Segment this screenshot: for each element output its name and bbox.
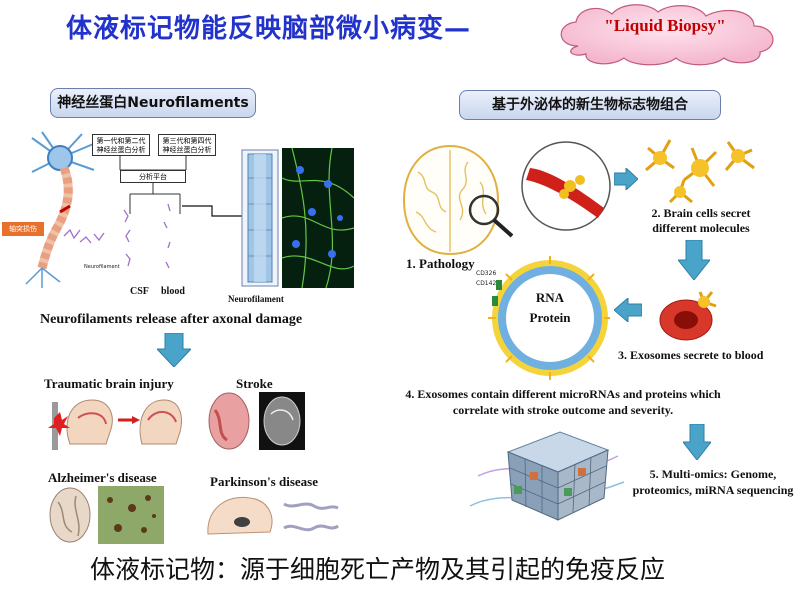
down-arrow-icon-3 [683,424,711,460]
multi-omics-cube [469,431,625,521]
neurofilament-label: Neurofilament [228,294,284,304]
tbi-label: Traumatic brain injury [44,376,174,391]
step4-label: 4. Exosomes contain different microRNAs … [405,387,721,417]
step1-label: 1. Pathology [406,256,475,271]
cd142-label: CD142 [476,280,497,287]
blood-vessel-exosome [659,291,717,341]
alzheimer-label: Alzheimer's disease [48,470,157,485]
connector-to-neurofilament [182,205,248,217]
neurofilament-small-label: Neurofilament [84,264,120,270]
footer-caption: 体液标记物：源于细胞死亡产物及其引起的免疫反应 [90,555,666,584]
exosome-protein: Protein [529,310,571,325]
alzheimer-images [49,486,164,544]
platform-connectors [119,156,187,214]
cd326-label: CD326 [476,270,497,277]
step5-label: 5. Multi-omics: Genome, proteomics, miRN… [632,467,794,497]
down-arrow-icon-2 [678,240,710,280]
magnifier-icon [468,194,514,238]
neurofilament-fragments [63,203,171,269]
gen34-analysis-box: 第三代和第四代 神经丝蛋白分析 [158,134,216,156]
tbi-image [48,399,182,450]
exosome-header: 基于外泌体的新生物标志物组合 [459,90,721,120]
microscopy-image [282,148,354,288]
liquid-biopsy-label: "Liquid Biopsy" [604,16,726,35]
brain-outline [402,144,500,256]
exosome-diagram [488,256,610,380]
blood-label: blood [161,286,185,297]
stroke-label: Stroke [236,376,273,391]
cloud-shape [560,4,774,66]
neuron-illustration [25,131,99,288]
page-title: 体液标记物能反映脑部微小病变— [66,14,472,44]
right-arrow-icon [614,168,638,190]
step2-label: 2. Brain cells secret different molecule… [651,206,751,235]
stroke-images [208,392,305,450]
csf-label: CSF [130,286,149,297]
neurofilaments-header: 神经丝蛋白Neurofilaments [50,88,256,118]
exosome-rna: RNA [535,290,565,305]
parkinson-label: Parkinson's disease [210,474,318,489]
gen12-analysis-box: 第一代和第二代 神经丝蛋白分析 [92,134,150,156]
vessel-closeup [521,141,611,231]
step3-label: 3. Exosomes secrete to blood [618,348,764,362]
down-arrow-icon [157,333,191,367]
release-caption: Neurofilaments release after axonal dama… [40,312,303,327]
axon-damage-tag: 轴突损伤 [2,222,44,236]
left-arrow-icon [614,298,642,322]
parkinson-images [207,496,339,535]
brain-cells [645,139,755,204]
neurofilament-column [241,149,279,287]
